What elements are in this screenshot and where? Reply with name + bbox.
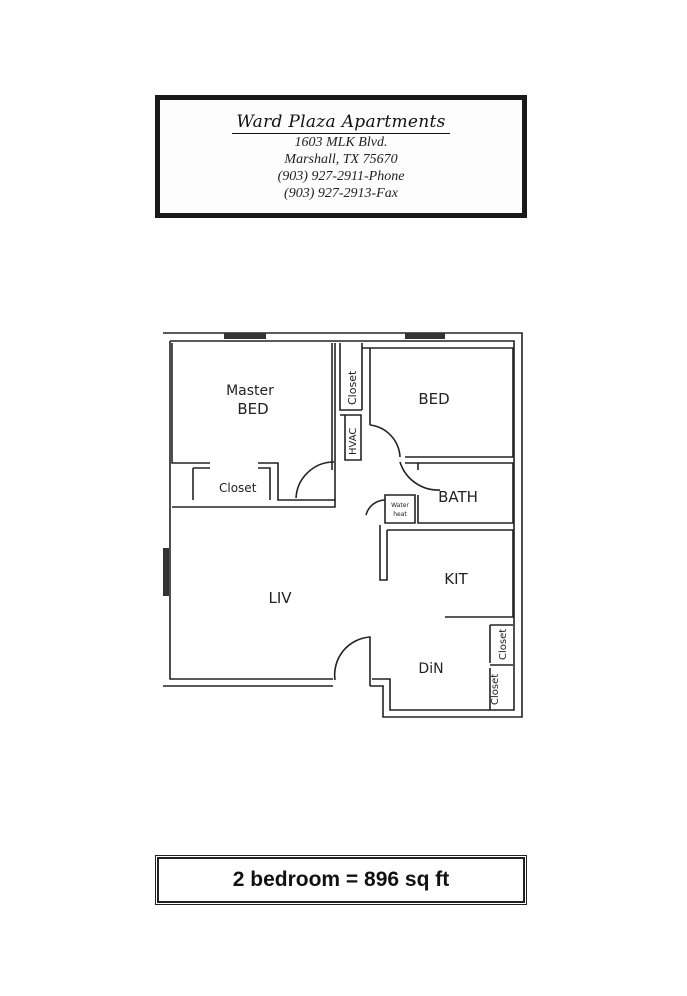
dining-closets <box>489 624 513 710</box>
outer-wall <box>163 332 523 718</box>
room-label: Closet <box>346 370 359 405</box>
master-bed-walls <box>171 343 336 501</box>
room-label: heat <box>393 511 407 518</box>
room-label: BED <box>237 400 268 418</box>
city-state-zip: Marshall, TX 75670 <box>284 152 398 167</box>
master-door-icon <box>295 461 335 499</box>
fax-number: (903) 927-2913-Fax <box>284 186 398 201</box>
property-name: Ward Plaza Apartments <box>232 112 450 134</box>
room-label: Water <box>391 502 409 509</box>
water-heater-walls <box>384 494 416 524</box>
room-label: DiN <box>418 661 443 677</box>
kitchen-walls <box>379 525 514 618</box>
bed-door-icon <box>369 424 401 458</box>
room-label: HVAC <box>348 428 359 455</box>
room-label: BATH <box>438 488 478 506</box>
closet-column <box>331 343 363 470</box>
room-label: BED <box>418 390 449 408</box>
unit-summary: 2 bedroom = 896 sq ft <box>232 868 450 891</box>
bath-walls <box>405 462 514 524</box>
hall-wall <box>172 500 336 508</box>
window-master <box>224 333 266 339</box>
bath-door-icon <box>399 461 441 491</box>
bed-walls <box>362 347 514 458</box>
water-heater-door-icon <box>365 499 386 516</box>
master-closet-walls <box>192 467 271 500</box>
room-label: Closet <box>498 629 509 660</box>
phone-number: (903) 927-2911-Phone <box>277 169 405 184</box>
inner-outer-wall <box>169 340 515 711</box>
room-label: Closet <box>219 481 257 495</box>
room-label: KIT <box>444 570 468 588</box>
room-label: LIV <box>268 589 292 607</box>
window-living <box>163 548 169 596</box>
room-label: Closet <box>490 674 501 705</box>
window-bed <box>405 333 445 339</box>
room-label: Master <box>226 383 274 399</box>
unit-summary-box: 2 bedroom = 896 sq ft <box>155 855 527 905</box>
property-header: Ward Plaza Apartments 1603 MLK Blvd. Mar… <box>155 95 527 218</box>
address: 1603 MLK Blvd. <box>294 135 388 150</box>
front-door-icon <box>333 636 371 686</box>
